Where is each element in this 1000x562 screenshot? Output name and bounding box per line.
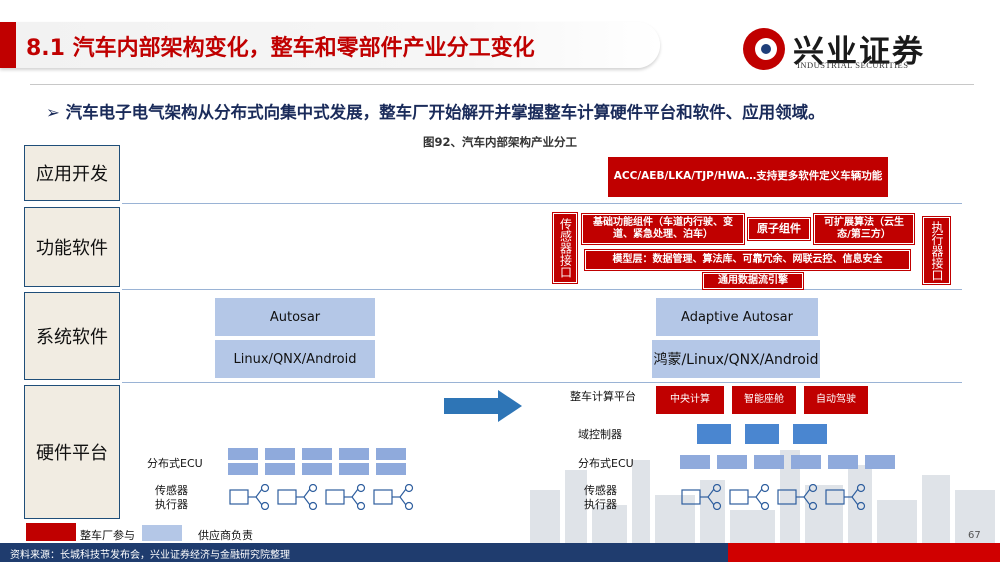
layer-app-development: 应用开发 — [24, 145, 120, 201]
ecu-box — [865, 455, 895, 469]
autosar-box: Autosar — [215, 298, 375, 336]
domain-controller-label: 域控制器 — [578, 428, 622, 441]
ecu-box — [791, 455, 821, 469]
ecu-box — [228, 463, 258, 475]
legend-label-supplier: 供应商负责 — [198, 529, 253, 542]
sensor-actuator-label-left: 传感器 执行器 — [155, 484, 188, 512]
layer-divider — [122, 289, 962, 290]
layer-function-software: 功能软件 — [24, 207, 120, 287]
app-functions-box: ACC/AEB/LKA/TJP/HWA…支持更多软件定义车辆功能 — [608, 157, 888, 197]
adaptive-autosar-box: Adaptive Autosar — [656, 298, 818, 336]
title-accent — [0, 22, 16, 68]
ecu-label-right: 分布式ECU — [578, 457, 634, 470]
layer-divider — [122, 203, 962, 204]
os-box-right: 鸿蒙/Linux/QNX/Android — [652, 340, 820, 378]
legend-label-oem: 整车厂参与 — [80, 529, 135, 542]
central-computing-box: 中央计算 — [656, 386, 724, 414]
basic-function-box: 基础功能组件（车道内行驶、变道、紧急处理、泊车） — [582, 214, 744, 244]
title-bar — [0, 22, 660, 68]
page-number: 67 — [968, 530, 981, 541]
os-box-left: Linux/QNX/Android — [215, 340, 375, 378]
footer-accent — [728, 543, 1000, 562]
domain-controller-box — [793, 424, 827, 444]
autonomous-driving-box: 自动驾驶 — [804, 386, 868, 414]
ecu-box — [302, 448, 332, 460]
sensor-network-right — [681, 484, 866, 510]
domain-controller-box — [745, 424, 779, 444]
domain-controller-box — [697, 424, 731, 444]
logo-text-en: INDUSTRIAL SECURITIES — [797, 60, 909, 70]
skyline-decoration — [530, 450, 995, 543]
ecu-box — [265, 448, 295, 460]
ecu-box — [339, 448, 369, 460]
ecu-box — [302, 463, 332, 475]
legend-swatch-oem — [26, 523, 76, 541]
sensor-interface-box: 传感器接口 — [553, 213, 577, 283]
ecu-box — [680, 455, 710, 469]
ecu-box — [376, 463, 406, 475]
header-divider — [30, 84, 974, 85]
evolution-arrow-icon — [444, 390, 522, 422]
layer-system-software: 系统软件 — [24, 292, 120, 380]
logo-text-cn: 兴业证券 — [793, 34, 925, 70]
extensible-algorithm-box: 可扩展算法（云生态/第三方） — [814, 214, 914, 244]
page-title: 8.1 汽车内部架构变化，整车和零部件产业分工变化 — [26, 36, 535, 61]
ecu-box — [265, 463, 295, 475]
ecu-box — [828, 455, 858, 469]
ecu-box — [754, 455, 784, 469]
sensor-network-left — [229, 484, 414, 510]
actuator-interface-box: 执行器接口 — [923, 217, 950, 284]
ecu-box — [339, 463, 369, 475]
source-note: 资料来源：长城科技节发布会，兴业证券经济与金融研究院整理 — [10, 550, 290, 561]
sensor-actuator-label-right: 传感器 执行器 — [584, 484, 617, 512]
data-flow-engine-box: 通用数据流引擎 — [703, 273, 803, 289]
layer-hardware-platform: 硬件平台 — [24, 385, 120, 519]
layer-divider — [122, 382, 962, 383]
ecu-label-left: 分布式ECU — [147, 457, 203, 470]
atomic-component-box: 原子组件 — [748, 218, 810, 240]
vehicle-computing-label: 整车计算平台 — [570, 390, 636, 403]
logo-dot — [761, 44, 771, 54]
ecu-box — [717, 455, 747, 469]
legend-swatch-supplier — [142, 525, 182, 541]
model-layer-box: 模型层：数据管理、算法库、可靠冗余、网联云控、信息安全 — [585, 250, 910, 270]
bullet-summary: ➢ 汽车电子电气架构从分布式向集中式发展，整车厂开始解开并掌握整车计算硬件平台和… — [46, 103, 825, 122]
ecu-box — [376, 448, 406, 460]
figure-caption: 图92、汽车内部架构产业分工 — [422, 135, 577, 149]
ecu-box — [228, 448, 258, 460]
smart-cockpit-box: 智能座舱 — [732, 386, 796, 414]
